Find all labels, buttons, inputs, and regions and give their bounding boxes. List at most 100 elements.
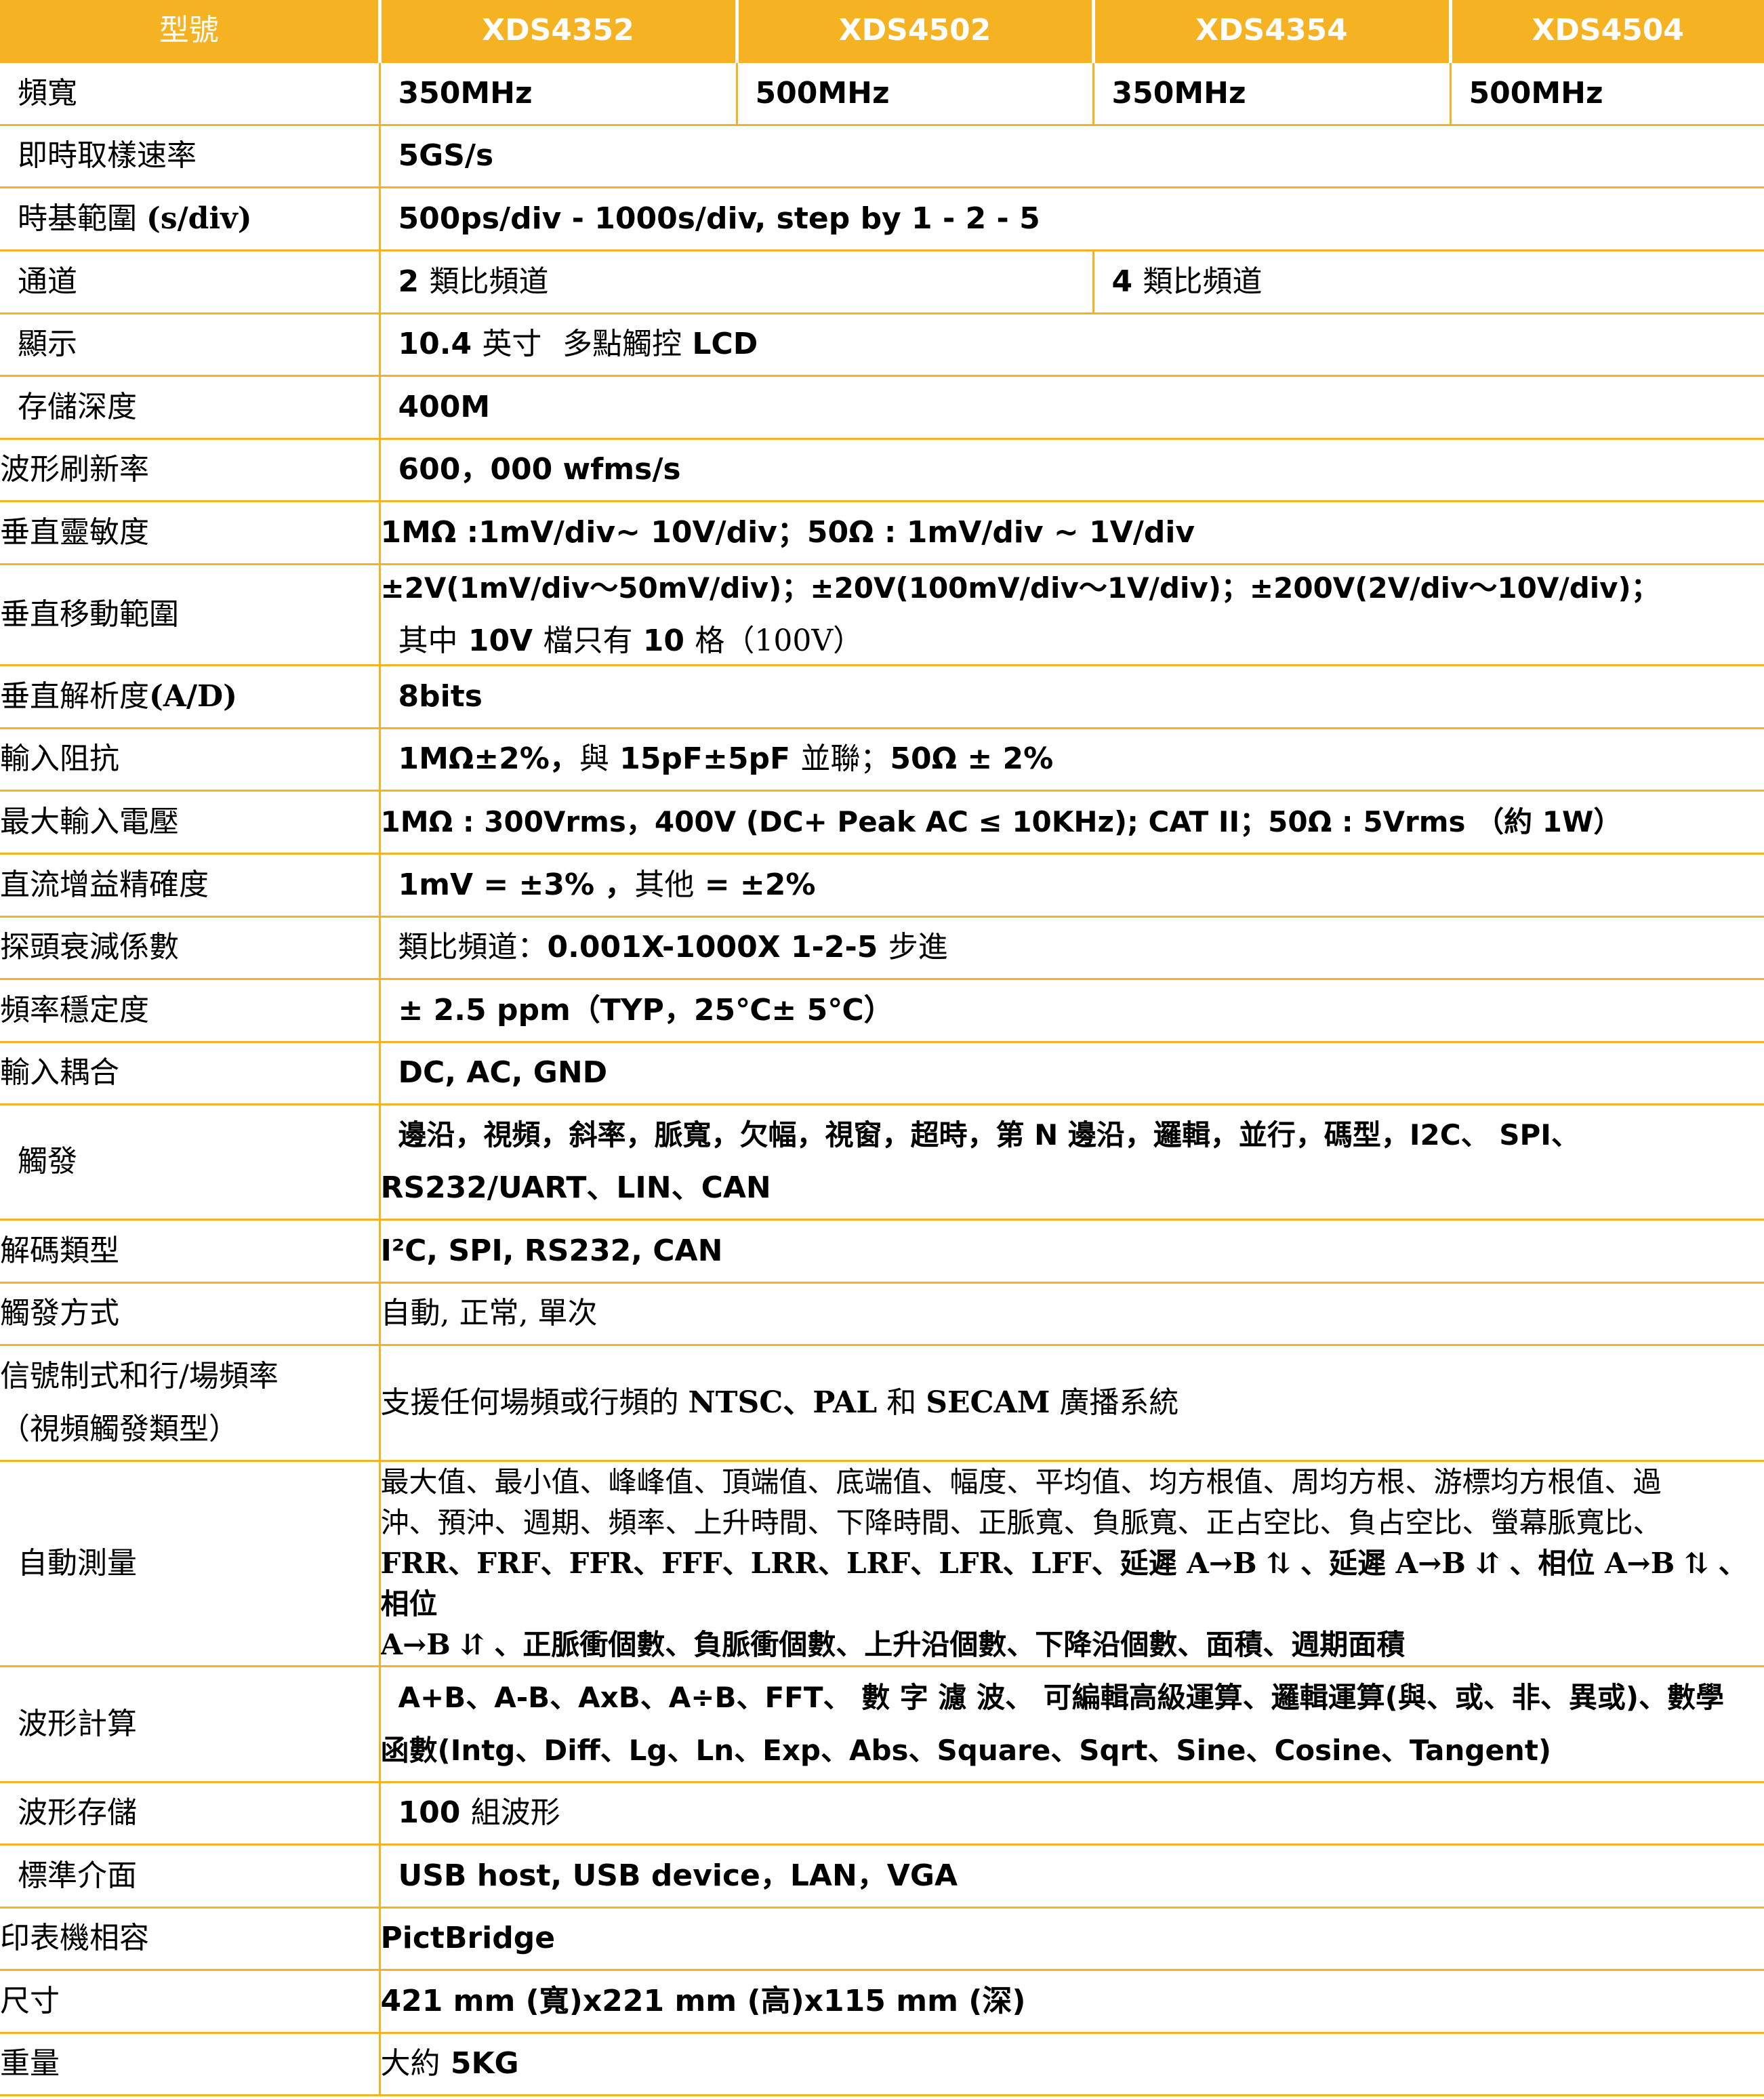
trigger-line1: 邊沿，視頻，斜率，脈寬，欠幅，視窗，超時，第 N 邊沿，邏輯，並行，碼型，I2C… (398, 1118, 1580, 1152)
label-line2: （視頻觸發類型） (0, 1411, 239, 1446)
row-v-sens: 垂直靈敏度 1MΩ :1mV/div~ 10V/div；50Ω : 1mV/di… (0, 500, 1764, 565)
row-label: 觸發方式 (0, 1281, 381, 1346)
text-part: 其他 (634, 867, 695, 902)
text-part: 廣播系統 (1059, 1385, 1179, 1420)
row-channels: 通道 2 類比頻道 4 類比頻道 (0, 249, 1764, 314)
row-value: I²C, SPI, RS232, CAN (380, 1218, 1764, 1284)
row-probe: 探頭衰減係數 類比頻道：0.001X-1000X 1-2-5 步進 (0, 915, 1764, 980)
text-part: 1MΩ : 300Vrms，400V (DC+ Peak AC ≤ 10KHz)… (380, 804, 1533, 838)
row-label: 解碼類型 (0, 1218, 381, 1284)
row-label: 最大輸入電壓 (0, 789, 381, 855)
row-interface: 標準介面 USB host, USB device，LAN，VGA (0, 1843, 1764, 1909)
text-part: 類比頻道： (398, 930, 548, 964)
row-video: 信號制式和行/場頻率 （視頻觸發類型） 支援任何場頻或行頻的 NTSC、PAL … (0, 1343, 1764, 1462)
row-label: 通道 (0, 249, 381, 314)
text-part: 1W） (1542, 804, 1622, 838)
row-value: 10.4 英寸 多點觸控 LCD (380, 312, 1764, 377)
row-timebase: 時基範圍 (s/div) 500ps/div - 1000s/div, step… (0, 186, 1764, 251)
row-label: 探頭衰減係數 (0, 915, 381, 980)
model-xds4352: XDS4352 (380, 0, 739, 62)
display-touch: 多點觸控 (562, 327, 682, 361)
row-label: 直流增益精確度 (0, 852, 381, 918)
row-value: 421 mm (寬)x221 mm (高)x115 mm (深) (380, 1968, 1764, 2034)
text-part: 1mV = ±3% ， (398, 867, 635, 902)
row-value: 1MΩ : 300Vrms，400V (DC+ Peak AC ≤ 10KHz)… (380, 789, 1764, 855)
row-value: 5GS/s (380, 123, 1764, 188)
row-value: 1mV = ±3% ，其他 = ±2% (380, 852, 1764, 918)
row-display: 顯示 10.4 英寸 多點觸控 LCD (0, 312, 1764, 377)
label-unit: (s/div) (146, 201, 252, 236)
row-value: 500ps/div - 1000s/div, step by 1 - 2 - 5 (380, 186, 1764, 251)
text-part: 和 (886, 1385, 917, 1420)
row-value: PictBridge (380, 1906, 1764, 1971)
bandwidth-xds4502: 500MHz (737, 60, 1094, 126)
label-main: 垂直解析度 (0, 678, 149, 714)
row-label: 印表機相容 (0, 1906, 381, 1971)
row-label: 信號制式和行/場頻率 （視頻觸發類型） (0, 1343, 381, 1462)
channels-2ch: 2 類比頻道 (380, 249, 1094, 314)
row-memory: 存儲深度 400M (0, 374, 1764, 440)
text-part: SECAM (926, 1385, 1050, 1420)
row-label: 觸發 (0, 1103, 381, 1221)
text-part: 5KG (450, 2046, 519, 2081)
text-part: 10 (642, 623, 685, 658)
row-coupling: 輸入耦合 DC, AC, GND (0, 1040, 1764, 1105)
text-part: 其中 (398, 623, 458, 658)
text-part: 0.001X-1000X 1-2-5 (547, 930, 878, 964)
row-label: 波形存儲 (0, 1780, 381, 1846)
row-max-voltage: 最大輸入電壓 1MΩ : 300Vrms，400V (DC+ Peak AC ≤… (0, 789, 1764, 855)
channels-4ch: 4 類比頻道 (1093, 249, 1764, 314)
model-xds4354: XDS4354 (1093, 0, 1452, 62)
row-math: 波形計算 A+B、A-B、AxB、A÷B、FFT、 數 字 濾 波、 可編輯高級… (0, 1665, 1764, 1783)
row-trigger: 觸發 邊沿，視頻，斜率，脈寬，欠幅，視窗，超時，第 N 邊沿，邏輯，並行，碼型，… (0, 1103, 1764, 1221)
row-value: 邊沿，視頻，斜率，脈寬，欠幅，視窗，超時，第 N 邊沿，邏輯，並行，碼型，I2C… (380, 1103, 1764, 1221)
text-part: 50Ω ± 2% (890, 741, 1054, 776)
text-part: = ±2% (694, 867, 816, 902)
text-part: 組波形 (470, 1795, 560, 1830)
channels-num: 4 (1111, 264, 1133, 299)
row-value: 類比頻道：0.001X-1000X 1-2-5 步進 (380, 915, 1764, 980)
model-xds4502: XDS4502 (737, 0, 1095, 62)
row-value: 600，000 wfms/s (380, 437, 1764, 502)
row-v-res: 垂直解析度(A/D) 8bits (0, 664, 1764, 729)
row-label: 波形計算 (0, 1665, 381, 1783)
row-label: 尺寸 (0, 1968, 381, 2034)
bandwidth-xds4354: 350MHz (1093, 60, 1452, 126)
row-label: 垂直解析度(A/D) (0, 664, 381, 729)
row-label: 重量 (0, 2031, 381, 2096)
row-label: 時基範圍 (s/div) (0, 186, 381, 251)
row-label: 標準介面 (0, 1843, 381, 1909)
model-xds4504: XDS4504 (1450, 0, 1764, 62)
row-value: 100 組波形 (380, 1780, 1764, 1846)
row-value: A+B、A-B、AxB、A÷B、FFT、 數 字 濾 波、 可編輯高級運算、邏輯… (380, 1665, 1764, 1783)
row-auto-meas: 自動測量 最大值、最小值、峰峰值、頂端值、底端值、幅度、平均值、均方根值、周均方… (0, 1459, 1764, 1667)
auto-meas-line1: 最大值、最小值、峰峰值、頂端值、底端值、幅度、平均值、均方根值、周均方根、游標均… (380, 1465, 1662, 1499)
row-label: 頻寬 (0, 60, 381, 126)
row-value: 400M (380, 374, 1764, 440)
header-label: 型號 (0, 0, 382, 62)
channels-num: 2 (398, 264, 419, 299)
text-part: 100 (398, 1795, 461, 1830)
row-value: 自動, 正常, 單次 (380, 1281, 1764, 1346)
auto-meas-line4: A→B ⇵ 、正脈衝個數、負脈衝個數、上升沿個數、下降沿個數、面積、週期面積 (380, 1627, 1406, 1661)
row-size: 尺寸 421 mm (寬)x221 mm (高)x115 mm (深) (0, 1968, 1764, 2034)
row-label: 頻率穩定度 (0, 977, 381, 1043)
bandwidth-xds4352: 350MHz (380, 60, 738, 126)
row-label: 輸入耦合 (0, 1040, 381, 1105)
row-value: 1MΩ±2%，與 15pF±5pF 並聯；50Ω ± 2% (380, 727, 1764, 792)
trigger-line2: RS232/UART、LIN、CAN (380, 1170, 771, 1205)
text-part: NTSC、PAL (688, 1385, 878, 1420)
math-line2: 函數(Intg、Diff、Lg、Ln、Exp、Abs、Square、Sqrt、S… (380, 1733, 1552, 1767)
auto-meas-line3: FRR、FRF、FFR、FFF、LRR、LRF、LFR、LFF、延遲 A→B ⇅… (380, 1546, 1747, 1621)
row-value: 1MΩ :1mV/div~ 10V/div；50Ω : 1mV/div ~ 1V… (380, 500, 1764, 565)
row-value: 大約 5KG (380, 2031, 1764, 2096)
row-refresh: 波形刷新率 600，000 wfms/s (0, 437, 1764, 502)
text-part: 步進 (888, 930, 948, 964)
row-v-offset: 垂直移動範圍 ±2V(1mV/div～50mV/div)；±20V(100mV/… (0, 563, 1764, 666)
row-label: 垂直靈敏度 (0, 500, 381, 565)
row-weight: 重量 大約 5KG (0, 2031, 1764, 2096)
row-value: 最大值、最小值、峰峰值、頂端值、底端值、幅度、平均值、均方根值、周均方根、游標均… (380, 1459, 1764, 1667)
row-value: USB host, USB device，LAN，VGA (380, 1843, 1764, 1909)
text-part: 10V (468, 623, 533, 658)
row-freq-stab: 頻率穩定度 ± 2.5 ppm（TYP，25℃± 5℃） (0, 977, 1764, 1043)
